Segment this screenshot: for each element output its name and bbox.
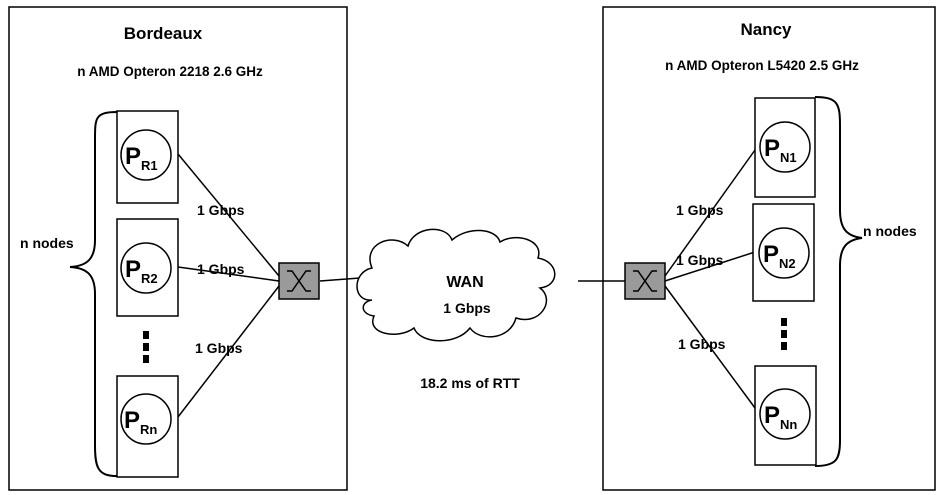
- node-nn: PNn: [754, 365, 817, 466]
- processor-icon: [758, 227, 810, 279]
- node-n2: PN2: [752, 203, 815, 302]
- processor-letter: P: [764, 402, 780, 429]
- node-r1: PR1: [116, 110, 179, 204]
- link-line-r1: [177, 153, 280, 277]
- svg-text:PRn: PRn: [124, 407, 157, 437]
- processor-subscript: R1: [141, 158, 158, 173]
- link-line-n2: [664, 251, 756, 282]
- processor-subscript: Nn: [780, 417, 797, 432]
- nancy-ellipsis: [781, 318, 787, 350]
- svg-text:PN1: PN1: [764, 135, 797, 165]
- processor-icon: [120, 129, 172, 181]
- link-speed-label: 1 Gbps: [197, 261, 245, 277]
- processor-subscript: N2: [779, 256, 796, 271]
- link-speed-label: 1 Gbps: [197, 202, 245, 218]
- svg-text:PN2: PN2: [763, 241, 796, 271]
- processor-letter: P: [125, 256, 141, 283]
- processor-icon: [120, 393, 172, 445]
- rtt-label: 18.2 ms of RTT: [420, 375, 520, 391]
- bordeaux-nodes-label: n nodes: [20, 235, 74, 251]
- bordeaux-switch-icon: [278, 262, 320, 300]
- wan-label: WAN: [446, 274, 483, 291]
- wan-cloud-icon: [356, 228, 556, 342]
- processor-subscript: Rn: [140, 422, 157, 437]
- link-speed-label: 1 Gbps: [676, 252, 724, 268]
- link-line-rn: [177, 285, 280, 418]
- processor-icon: [759, 388, 811, 440]
- node-r2: PR2: [116, 218, 179, 317]
- node-n1: PN1: [754, 97, 816, 198]
- bordeaux-wan-line: [319, 277, 361, 282]
- link-speed-label: 1 Gbps: [195, 340, 243, 356]
- svg-text:PR2: PR2: [125, 256, 158, 286]
- link-line-n1: [664, 149, 756, 277]
- bordeaux-nodes-brace: [69, 111, 118, 477]
- wan-speed-label: 1 Gbps: [443, 300, 491, 316]
- nancy-switch-icon: [624, 262, 666, 300]
- node-rn: PRn: [116, 375, 179, 478]
- processor-letter: P: [124, 407, 140, 434]
- link-speed-label: 1 Gbps: [678, 336, 726, 352]
- processor-letter: P: [125, 143, 141, 170]
- processor-subscript: R2: [141, 271, 158, 286]
- svg-text:PR1: PR1: [125, 143, 158, 173]
- processor-letter: P: [763, 241, 779, 268]
- processor-letter: P: [764, 135, 780, 162]
- nancy-cpu-label: n AMD Opteron L5420 2.5 GHz: [665, 58, 859, 73]
- link-line-r2: [177, 266, 280, 282]
- bordeaux-cpu-label: n AMD Opteron 2218 2.6 GHz: [77, 64, 263, 79]
- nancy-title: Nancy: [740, 20, 792, 39]
- nancy-nodes-brace: [814, 96, 863, 467]
- processor-icon: [120, 242, 172, 294]
- processor-subscript: N1: [780, 150, 797, 165]
- link-line-nn: [664, 285, 756, 409]
- link-speed-label: 1 Gbps: [676, 202, 724, 218]
- bordeaux-ellipsis: [143, 331, 149, 363]
- bordeaux-title: Bordeaux: [124, 24, 203, 43]
- nancy-nodes-label: n nodes: [863, 223, 917, 239]
- processor-icon: [759, 121, 811, 173]
- svg-text:PNn: PNn: [764, 402, 797, 432]
